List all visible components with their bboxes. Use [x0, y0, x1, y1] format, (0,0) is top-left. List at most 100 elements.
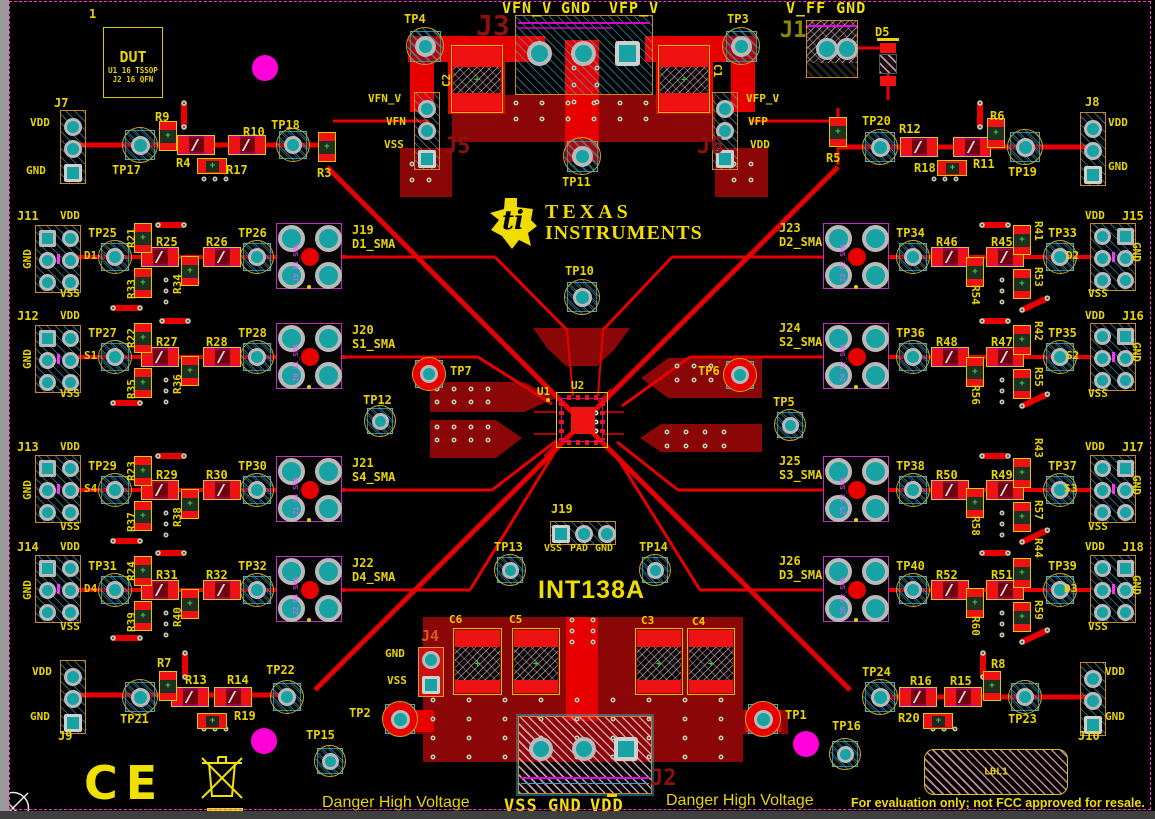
resistor-r55[interactable]: + [1013, 369, 1031, 399]
resistor-r22[interactable]: + [134, 323, 152, 353]
header-j14[interactable] [35, 555, 81, 623]
resistor-r44[interactable]: + [1013, 558, 1031, 588]
testpoint-tp35[interactable] [1043, 340, 1077, 374]
resistor-r15[interactable] [944, 687, 982, 707]
capacitor-c1[interactable]: + [658, 45, 710, 113]
connector-j7[interactable] [60, 110, 86, 184]
resistor-r18[interactable]: + [937, 160, 967, 176]
header-j17[interactable] [1090, 455, 1136, 523]
testpoint-tp20[interactable] [862, 129, 898, 165]
testpoint-tp3[interactable] [722, 27, 760, 65]
resistor-r35[interactable]: + [134, 368, 152, 398]
sma-connector-j26[interactable]: 26 D3_SMA [823, 556, 889, 622]
resistor-r16[interactable] [899, 687, 937, 707]
testpoint-tp27[interactable] [98, 340, 132, 374]
resistor-r30[interactable] [203, 480, 241, 500]
resistor-r19[interactable]: + [197, 713, 227, 729]
testpoint-tp28[interactable] [240, 340, 274, 374]
sma-connector-j21[interactable]: 21 S4_SMA [276, 456, 342, 522]
testpoint-tp12[interactable] [364, 405, 396, 437]
resistor-r5[interactable]: + [829, 117, 847, 147]
resistor-r33[interactable]: + [134, 268, 152, 298]
resistor-r4[interactable] [177, 135, 215, 155]
pad[interactable] [836, 38, 858, 60]
testpoint-tp13[interactable] [494, 554, 526, 586]
testpoint-tp7[interactable] [412, 357, 446, 391]
resistor-r42[interactable]: + [1013, 325, 1031, 355]
resistor-r34[interactable]: + [181, 256, 199, 286]
testpoint-tp23[interactable] [1008, 680, 1042, 714]
testpoint-tp2[interactable] [382, 701, 418, 737]
pad[interactable] [527, 41, 552, 66]
resistor-r10[interactable] [228, 135, 266, 155]
resistor-r3[interactable]: + [318, 132, 336, 162]
resistor-r41[interactable]: + [1013, 225, 1031, 255]
testpoint-tp40[interactable] [896, 573, 930, 607]
resistor-r59[interactable]: + [1013, 602, 1031, 632]
testpoint-tp5[interactable] [774, 409, 806, 441]
resistor-r38[interactable]: + [181, 489, 199, 519]
pad[interactable] [422, 651, 440, 669]
header-j15[interactable] [1090, 223, 1136, 291]
testpoint-tp29[interactable] [98, 473, 132, 507]
resistor-r56[interactable]: + [966, 357, 984, 387]
connector-j6[interactable] [712, 92, 738, 170]
testpoint-tp24[interactable] [862, 679, 898, 715]
resistor-r24[interactable]: + [134, 556, 152, 586]
header-j12[interactable] [35, 325, 81, 393]
pad[interactable] [422, 676, 440, 694]
resistor-r54[interactable]: + [966, 257, 984, 287]
resistor-r28[interactable] [203, 347, 241, 367]
resistor-r32[interactable] [203, 580, 241, 600]
testpoint-tp30[interactable] [240, 473, 274, 507]
connector-j10[interactable] [1080, 662, 1106, 736]
resistor-r60[interactable]: + [966, 588, 984, 618]
header-j16[interactable] [1090, 323, 1136, 391]
resistor-r43[interactable]: + [1013, 458, 1031, 488]
sma-connector-j22[interactable]: 22 D4_SMA [276, 556, 342, 622]
resistor-r7[interactable]: + [159, 671, 177, 701]
pad[interactable] [575, 525, 593, 543]
pad[interactable] [615, 41, 640, 66]
testpoint-tp22[interactable] [270, 680, 304, 714]
pad[interactable] [614, 737, 638, 761]
pad[interactable] [598, 525, 616, 543]
testpoint-tp16[interactable] [829, 738, 861, 770]
resistor-r9[interactable]: + [159, 121, 177, 151]
testpoint-tp33[interactable] [1043, 240, 1077, 274]
connector-j4[interactable] [418, 647, 444, 697]
testpoint-tp18[interactable] [276, 128, 310, 162]
resistor-r6[interactable]: + [987, 118, 1005, 148]
capacitor-c2[interactable]: + [451, 45, 503, 113]
sma-connector-j24[interactable]: 24 S2_SMA [823, 323, 889, 389]
connector-j19-header[interactable] [550, 521, 616, 545]
header-j11[interactable] [35, 225, 81, 293]
sma-connector-j19[interactable]: 19 D1_SMA [276, 223, 342, 289]
capacitor-c6[interactable]: + [453, 628, 502, 695]
chip-u2[interactable] [556, 392, 608, 448]
pad[interactable] [571, 41, 596, 66]
sma-connector-j20[interactable]: 20 S1_SMA [276, 323, 342, 389]
resistor-r26[interactable] [203, 247, 241, 267]
testpoint-tp26[interactable] [240, 240, 274, 274]
capacitor-c4[interactable]: + [687, 628, 735, 695]
pad[interactable] [529, 737, 553, 761]
pad[interactable] [572, 737, 596, 761]
resistor-r14[interactable] [214, 687, 252, 707]
testpoint-tp11[interactable] [563, 137, 601, 175]
testpoint-tp39[interactable] [1043, 573, 1077, 607]
connector-j1[interactable] [806, 20, 858, 78]
testpoint-tp34[interactable] [896, 240, 930, 274]
connector-j8[interactable] [1080, 112, 1106, 186]
testpoint-tp17[interactable] [122, 127, 158, 163]
testpoint-tp6[interactable] [723, 358, 757, 392]
resistor-r37[interactable]: + [134, 501, 152, 531]
resistor-r57[interactable]: + [1013, 502, 1031, 532]
testpoint-tp10[interactable] [564, 279, 600, 315]
testpoint-tp32[interactable] [240, 573, 274, 607]
sma-connector-j23[interactable]: 23 D2_SMA [823, 223, 889, 289]
testpoint-tp25[interactable] [98, 240, 132, 274]
resistor-r8[interactable]: + [983, 671, 1001, 701]
testpoint-tp14[interactable] [639, 554, 671, 586]
testpoint-tp19[interactable] [1007, 129, 1043, 165]
